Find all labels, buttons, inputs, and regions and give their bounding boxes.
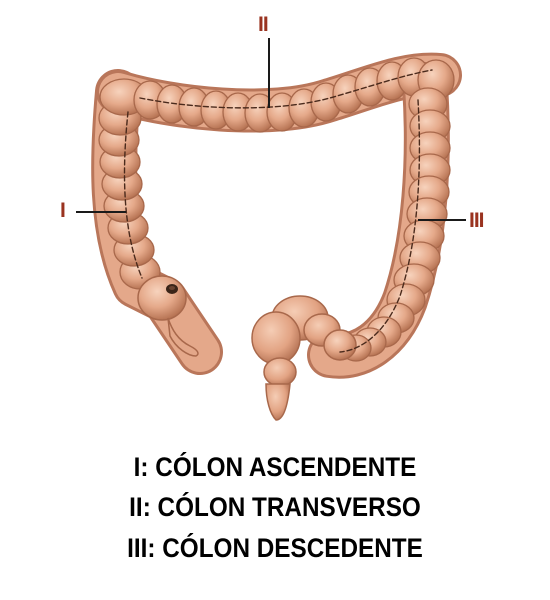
marker-ascending-colon: I bbox=[60, 199, 66, 222]
legend-line-descending: III: CÓLON DESCEDENTE bbox=[127, 533, 423, 563]
appendix bbox=[167, 317, 199, 357]
sigmoid-rectum bbox=[251, 295, 357, 421]
legend-line-transverse: II: CÓLON TRANSVERSO bbox=[129, 492, 421, 522]
cecum bbox=[137, 275, 187, 321]
taenia-bands bbox=[123, 69, 433, 353]
legend-line-ascending: I: CÓLON ASCENDENTE bbox=[133, 452, 417, 482]
leader-lines bbox=[76, 38, 466, 221]
marker-transverse-colon: II bbox=[258, 13, 269, 36]
marker-descending-colon: III bbox=[469, 209, 484, 232]
